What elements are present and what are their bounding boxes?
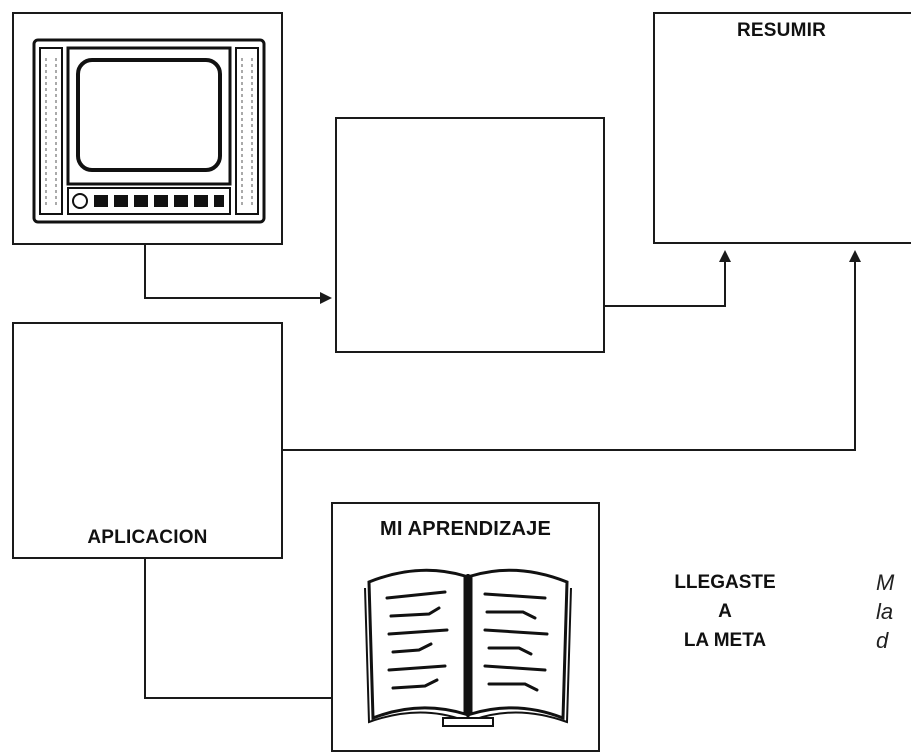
goal-line-3: LA META (683, 630, 767, 651)
empty-center-box (335, 117, 605, 353)
open-book-icon (364, 568, 572, 727)
line-aplicacion-to-aprendizaje (144, 559, 331, 699)
arrow-tv-to-center (144, 245, 332, 304)
television-box (12, 12, 283, 245)
resumir-box: RESUMIR (653, 12, 911, 244)
goal-line-1: LLEGASTE (674, 572, 776, 593)
goal-message: LLEGASTE A LA META (630, 568, 820, 655)
television-icon (32, 38, 266, 224)
side-note-line-3: d (876, 628, 889, 653)
side-note-line-1: M (876, 570, 895, 595)
arrow-aplicacion-to-resumir (283, 250, 861, 451)
goal-line-2: A (718, 601, 732, 622)
aplicacion-box: APLICACION (12, 322, 283, 559)
mi-aprendizaje-label: MI APRENDIZAJE (380, 518, 551, 540)
resumir-label: RESUMIR (737, 20, 827, 41)
cropped-side-note: M la d (876, 568, 911, 655)
mi-aprendizaje-box: MI APRENDIZAJE (331, 502, 600, 752)
aplicacion-label: APLICACION (87, 527, 208, 548)
arrow-center-to-resumir (605, 250, 731, 307)
connector-lines (144, 245, 861, 699)
side-note-line-2: la (876, 599, 894, 624)
